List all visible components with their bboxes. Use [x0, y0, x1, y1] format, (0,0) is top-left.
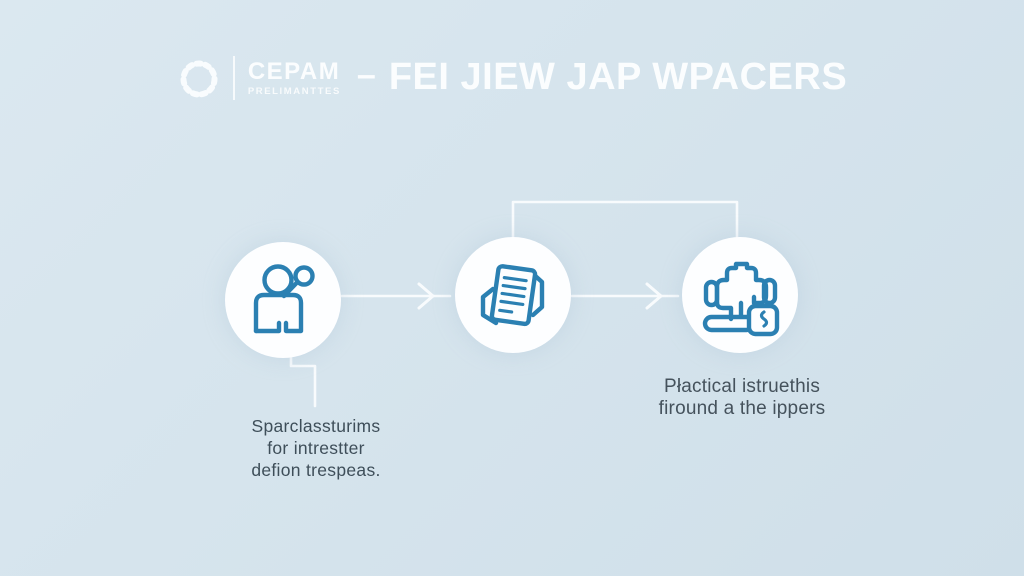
title-separator: – — [356, 55, 376, 94]
brand-subtitle: PRELIMANTTES — [247, 85, 341, 97]
arrow-head-2 — [645, 282, 663, 310]
caption-left-line-1: Sparclassturims — [251, 416, 381, 436]
person-with-magnifier-icon — [253, 264, 315, 334]
step-circle-3 — [682, 237, 798, 353]
caption-left-line-3: defion trespeas. — [251, 460, 381, 480]
arrow-head-1 — [417, 282, 435, 310]
caption-left: Sparclassturims for intrestter defion tr… — [186, 415, 446, 481]
caption-right-line-2: firound a the ippers — [658, 397, 826, 419]
header: CEPAM PRELIMANTTES – FEI JIEW JAP WPACER… — [0, 50, 1024, 106]
brand-name: CEPAM — [247, 57, 341, 85]
caption-left-line-2: for intrestter — [267, 438, 365, 458]
caption-right: Płactical istruethis firound a the ipper… — [602, 376, 882, 419]
head-with-tag-icon — [702, 261, 780, 337]
caption-leader-line — [289, 354, 317, 408]
page-title: FEI JIEW JAP WPACERS — [388, 55, 848, 98]
step-circle-1 — [225, 242, 341, 358]
step-circle-2 — [455, 237, 571, 353]
brand-block: CEPAM PRELIMANTTES — [247, 57, 341, 97]
header-divider — [232, 56, 235, 100]
document-with-lines-icon — [480, 264, 545, 327]
dotted-ring-logo-icon — [180, 60, 218, 98]
caption-right-line-1: Płactical istruethis — [663, 376, 821, 397]
top-bracket-line — [511, 200, 739, 239]
